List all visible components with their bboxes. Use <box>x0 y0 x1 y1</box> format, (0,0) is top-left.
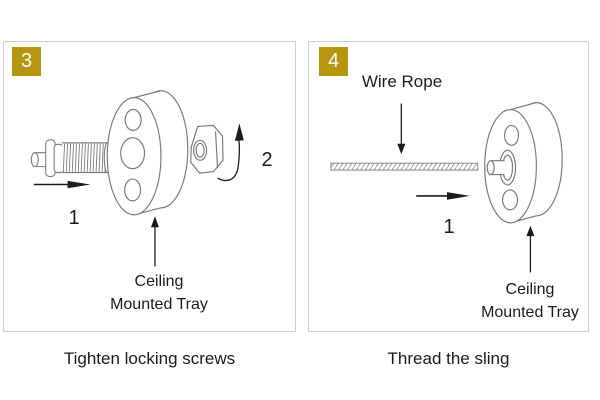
tray-label-line2: Mounted Tray <box>481 304 579 321</box>
insert-arrow-head <box>67 180 91 189</box>
thread-arrow-head <box>447 192 470 200</box>
tray-pointer-arrow <box>150 216 159 267</box>
step-3-diagram <box>30 90 244 267</box>
rotate-arrow-head <box>234 123 244 141</box>
panel-step-3: 3 1 2 Ceiling Mounted Tray <box>3 41 296 332</box>
step-4-badge: 4 <box>319 47 348 76</box>
wire-rope-label: Wire Rope <box>361 72 443 91</box>
panel-step-4: 4 Wire Rope 1 Ceiling Mounted Tray <box>308 41 589 332</box>
tray-hole-bottom <box>124 178 142 202</box>
nut-hole-inner <box>195 142 205 158</box>
tray-label-line1: Ceiling <box>505 281 555 298</box>
tray-pointer-arrow <box>526 225 535 273</box>
screw-threads <box>62 143 107 173</box>
screw-collar <box>53 143 64 174</box>
tray-hole-center <box>120 137 146 170</box>
tray-hole-bottom <box>502 189 519 211</box>
tray-pointer-head <box>150 216 159 228</box>
step-4-tray-label: Ceiling Mounted Tray <box>454 278 600 324</box>
locking-screw <box>30 139 111 178</box>
wire-rope-pointer-head <box>397 143 406 155</box>
screw-shank-edges <box>62 142 108 174</box>
tray-label-line2: Mounted Tray <box>110 296 208 313</box>
tray-hole-top <box>124 108 142 131</box>
wire-rope <box>330 162 479 171</box>
nut-facet-line <box>214 131 219 169</box>
ceiling-tray-disc <box>484 102 563 224</box>
step-3-tray-label: Ceiling Mounted Tray <box>83 270 235 316</box>
step-3-caption: Tighten locking screws <box>63 349 236 368</box>
hex-nut <box>190 124 224 174</box>
stud-end-cap <box>486 160 495 176</box>
rotate-arrow-curve <box>217 138 241 182</box>
stud-edges <box>490 160 505 176</box>
step-4-label-1: 1 <box>443 216 455 238</box>
rotate-direction-arrow <box>217 123 244 182</box>
wire-rope-pointer-arrow <box>397 103 406 155</box>
thread-direction-arrow <box>416 192 470 200</box>
step-4-diagram <box>330 102 563 273</box>
step-4-caption: Thread the sling <box>387 349 510 368</box>
step-3-label-2: 2 <box>261 149 273 171</box>
ceiling-tray-disc <box>106 90 189 216</box>
screw-tip-cap <box>30 152 39 168</box>
wire-rope-hatch <box>330 162 479 171</box>
tray-pointer-head <box>526 225 535 237</box>
step-3-badge: 3 <box>12 47 41 76</box>
insert-direction-arrow <box>33 180 91 189</box>
step-3-label-1: 1 <box>68 207 80 229</box>
tray-hole-top <box>504 124 520 146</box>
tray-label-line1: Ceiling <box>134 273 184 290</box>
